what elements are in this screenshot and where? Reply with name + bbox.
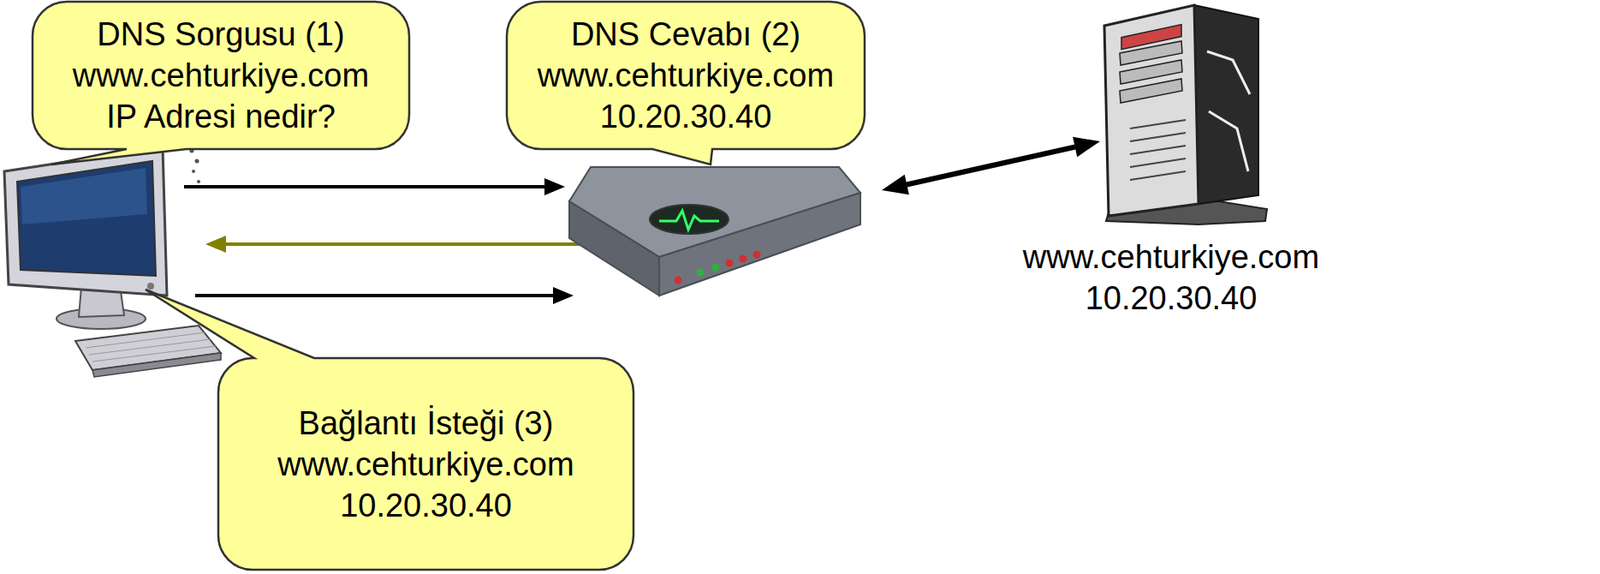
flow-arrows xyxy=(184,136,1101,304)
callout-outline xyxy=(32,1,410,165)
router-icon xyxy=(569,166,861,296)
callout-bubble: DNS Sorgusu (1)www.cehturkiye.comIP Adre… xyxy=(32,1,410,149)
callout-bubble: DNS Cevabı (2)www.cehturkiye.com10.20.30… xyxy=(506,1,865,149)
callout-text: www.cehturkiye.com xyxy=(1023,236,1320,278)
callout-text: IP Adresi nedir? xyxy=(106,95,336,137)
callout-text: 10.20.30.40 xyxy=(339,484,512,526)
callout-heading: DNS Cevabı (2) xyxy=(571,13,801,55)
callout-bubble: Bağlantı İsteği (3)www.cehturkiye.com10.… xyxy=(218,357,634,570)
callout-outline xyxy=(145,289,634,570)
computer-icon xyxy=(4,147,221,377)
callout-text: www.cehturkiye.com xyxy=(537,54,834,96)
callout-text: www.cehturkiye.com xyxy=(277,443,574,485)
callout-heading: DNS Sorgusu (1) xyxy=(96,13,345,55)
server-label: www.cehturkiye.com10.20.30.40 xyxy=(1002,224,1341,331)
callout-heading: Bağlantı İsteği (3) xyxy=(298,402,554,444)
server-icon xyxy=(1104,5,1267,225)
callout-text: 10.20.30.40 xyxy=(1085,277,1258,319)
callout-text: www.cehturkiye.com xyxy=(72,54,369,96)
callout-outline xyxy=(506,1,865,165)
callout-text: 10.20.30.40 xyxy=(600,95,773,137)
